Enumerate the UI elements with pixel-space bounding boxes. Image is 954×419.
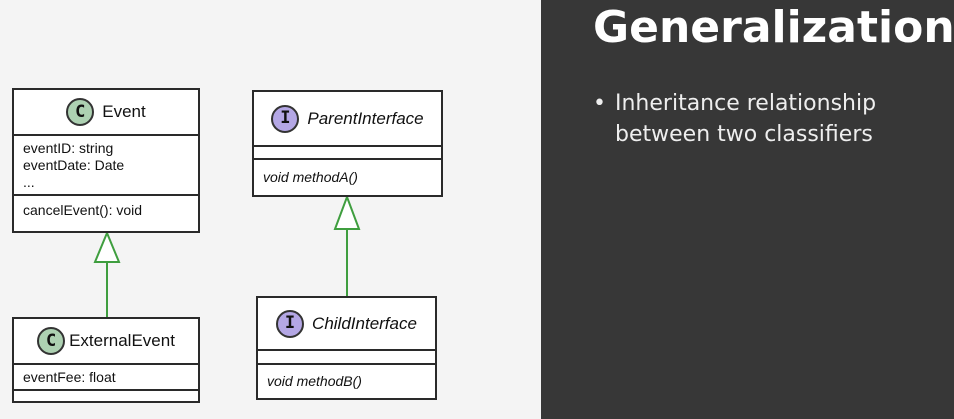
interface-parentinterface-name: ParentInterface	[307, 108, 424, 128]
interface-parentinterface: I ParentInterface void methodA()	[252, 90, 443, 197]
method: cancelEvent(): void	[23, 202, 143, 218]
bullet-text: Inheritance relationship between two cla…	[615, 91, 877, 147]
class-externalevent: C ExternalEvent eventFee: float	[12, 317, 200, 403]
attribute: eventFee: float	[23, 369, 116, 385]
interface-stereotype-icon: I	[271, 104, 300, 133]
class-externalevent-header: C ExternalEvent	[14, 319, 198, 365]
interface-childinterface-methods: void methodB()	[258, 365, 435, 394]
method: void methodB()	[267, 373, 362, 389]
class-stereotype-icon: C	[37, 327, 66, 355]
interface-parentinterface-header: I ParentInterface	[254, 92, 441, 147]
class-externalevent-methods	[14, 391, 198, 401]
interface-childinterface-name: ChildInterface	[312, 313, 417, 333]
slide-title: Generalization	[593, 2, 954, 53]
bullet-dot-icon: •	[593, 91, 606, 116]
interface-parentinterface-methods: void methodA()	[254, 160, 441, 190]
arrowhead-event	[93, 230, 121, 263]
attribute: eventID: string	[23, 140, 114, 156]
class-stereotype-icon: C	[66, 98, 95, 126]
attribute: ...	[23, 174, 35, 190]
class-event-header: C Event	[14, 90, 198, 136]
interface-childinterface: I ChildInterface void methodB()	[256, 296, 437, 400]
class-event: C Event eventID: string eventDate: Date …	[12, 88, 200, 233]
diagram-panel: C Event eventID: string eventDate: Date …	[12, 88, 443, 403]
attribute: eventDate: Date	[23, 157, 125, 173]
class-event-attributes: eventID: string eventDate: Date ...	[14, 136, 198, 196]
text-panel: Generalization • Inheritance relationshi…	[541, 0, 954, 419]
interface-childinterface-header: I ChildInterface	[258, 298, 435, 351]
method: void methodA()	[263, 169, 358, 185]
interface-childinterface-fields	[258, 351, 435, 365]
class-event-name: Event	[102, 102, 146, 121]
interface-stereotype-icon: I	[276, 309, 305, 338]
interface-parentinterface-fields	[254, 147, 441, 160]
bullet-item: • Inheritance relationship between two c…	[593, 88, 933, 150]
class-externalevent-attributes: eventFee: float	[14, 365, 198, 391]
arrowhead-parentinterface	[333, 194, 361, 230]
class-externalevent-name: ExternalEvent	[69, 331, 175, 350]
bullet-list: • Inheritance relationship between two c…	[593, 88, 933, 150]
class-event-methods: cancelEvent(): void	[14, 196, 198, 223]
